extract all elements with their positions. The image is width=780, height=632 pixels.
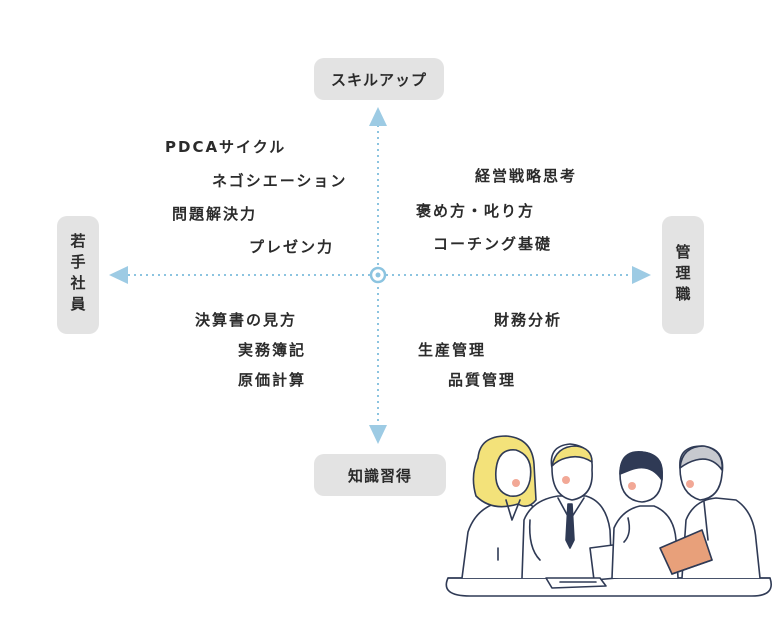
skill-item: ネゴシエーション	[212, 172, 348, 190]
axis-label-left: 若手社員	[57, 216, 99, 334]
arrow-right-icon	[632, 266, 651, 284]
arrow-up-icon	[369, 107, 387, 126]
skill-item: 問題解決力	[172, 205, 258, 223]
axis-label-top: スキルアップ	[314, 58, 444, 100]
skill-item: 品質管理	[448, 371, 517, 389]
skill-item: 実務簿記	[238, 341, 307, 359]
skill-item: コーチング基礎	[433, 235, 553, 253]
man-notebook-figure	[659, 445, 761, 579]
arrow-down-icon	[369, 425, 387, 444]
skill-item: PDCAサイクル	[165, 138, 287, 156]
skill-item: 褒め方・叱り方	[416, 202, 536, 220]
skill-item: 決算書の見方	[195, 311, 298, 329]
skill-item: プレゼン力	[249, 238, 335, 256]
axis-label-bottom: 知識習得	[314, 454, 446, 496]
arrow-left-icon	[109, 266, 128, 284]
man-suit-figure	[521, 443, 613, 579]
skill-item: 原価計算	[238, 371, 307, 389]
skill-item: 経営戦略思考	[475, 167, 578, 185]
woman-dark-hair-figure	[611, 451, 679, 579]
axis-label-right: 管理職	[662, 216, 704, 334]
skill-item: 財務分析	[494, 311, 563, 329]
skill-item: 生産管理	[418, 341, 487, 359]
